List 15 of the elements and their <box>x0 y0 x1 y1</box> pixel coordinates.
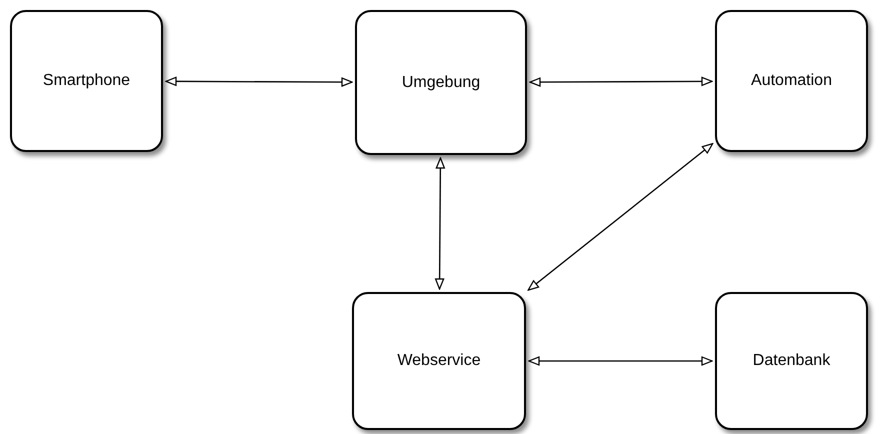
double-arrow <box>165 76 353 87</box>
double-arrow <box>435 157 445 290</box>
double-arrow <box>528 356 713 366</box>
node-label: Automation <box>751 72 832 90</box>
node-label: Smartphone <box>42 72 130 90</box>
rounded-box <box>352 292 526 430</box>
node-label: Webservice <box>397 352 481 370</box>
rounded-box <box>10 10 163 152</box>
rounded-box <box>715 10 868 152</box>
rounded-box <box>715 292 868 430</box>
double-arrow <box>529 76 713 87</box>
node-label: Datenbank <box>752 352 830 370</box>
double-arrow <box>528 143 714 291</box>
rounded-box <box>355 10 527 155</box>
node-label: Umgebung <box>402 74 480 92</box>
